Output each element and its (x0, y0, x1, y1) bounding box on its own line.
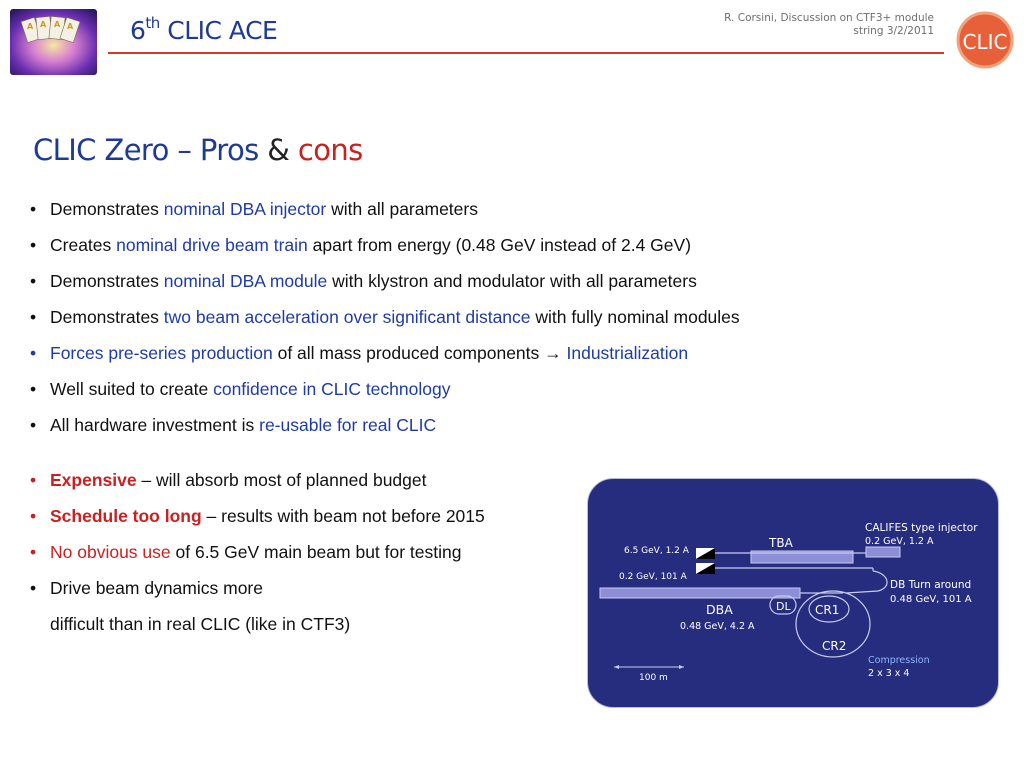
cr1-label: CR1 (815, 603, 839, 617)
califes-injector (865, 546, 901, 558)
scale-label: 100 m (639, 673, 668, 683)
dba-value: 0.48 GeV, 4.2 A (680, 621, 755, 632)
drive-beam-label: 0.2 GeV, 101 A (619, 572, 688, 582)
author-line: R. Corsini, Discussion on CTF3+ module (724, 12, 934, 24)
califes-value: 0.2 GeV, 1.2 A (865, 536, 934, 547)
svg-text:A: A (54, 20, 61, 29)
dba-module (599, 587, 801, 599)
califes-label: CALIFES type injector (865, 522, 978, 534)
cons-list: •Expensive – will absorb most of planned… (30, 469, 485, 649)
tba-label: TBA (768, 536, 794, 550)
list-item: •Demonstrates two beam acceleration over… (30, 307, 740, 327)
main-beam-label: 6.5 GeV, 1.2 A (624, 546, 690, 556)
author-info: R. Corsini, Discussion on CTF3+ module s… (634, 12, 934, 38)
slide-heading: CLIC Zero – Pros & cons (33, 133, 363, 167)
dl-ring (769, 595, 797, 615)
svg-text:CLIC: CLIC (963, 30, 1008, 54)
cr2-label: CR2 (822, 639, 846, 653)
turnaround-label: DB Turn around (890, 579, 971, 591)
list-item: difficult than in real CLIC (like in CTF… (50, 614, 351, 634)
list-item: •No obvious use of 6.5 GeV main beam but… (30, 542, 462, 562)
clic-zero-layout-diagram: TBA DL CR1 CR2 6.5 GeV, 1.2 A 0.2 GeV, 1… (587, 478, 999, 708)
header-divider (108, 52, 944, 54)
tba-module (750, 550, 854, 564)
list-item: •Expensive – will absorb most of planned… (30, 470, 427, 490)
svg-text:A: A (27, 22, 34, 31)
list-item: •Schedule too long – results with beam n… (30, 506, 485, 526)
list-item: •Well suited to create confidence in CLI… (30, 379, 451, 399)
list-item: •Drive beam dynamics more (30, 578, 263, 598)
compression-label: Compression (868, 655, 930, 666)
clic-logo: CLIC (954, 8, 1016, 70)
list-item: •Demonstrates nominal DBA module with kl… (30, 271, 697, 291)
svg-text:A: A (40, 20, 47, 29)
list-item: •Forces pre-series production of all mas… (30, 343, 689, 363)
svg-text:A: A (67, 22, 74, 31)
cr1-ring (808, 595, 850, 623)
list-item: •All hardware investment is re-usable fo… (30, 415, 437, 435)
compression-value: 2 x 3 x 4 (868, 668, 909, 679)
list-item: •Creates nominal drive beam train apart … (30, 235, 692, 255)
turnaround-line (845, 570, 888, 594)
list-item: •Demonstrates nominal DBA injector with … (30, 199, 478, 219)
turnaround-value: 0.48 GeV, 101 A (890, 594, 972, 605)
presentation-title: 6th CLIC ACE (130, 14, 278, 45)
dl-label: DL (776, 600, 791, 613)
pros-list: •Demonstrates nominal DBA injector with … (30, 198, 740, 450)
cr2-ring (795, 590, 871, 658)
date-line: string 3/2/2011 (853, 25, 934, 37)
dba-label: DBA (706, 602, 733, 617)
